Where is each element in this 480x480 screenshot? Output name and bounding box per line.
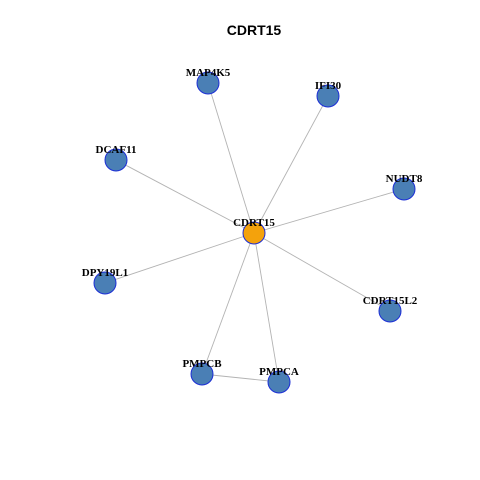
node-cdrt15l2 bbox=[378, 299, 402, 323]
graph-title: CDRT15 bbox=[227, 22, 282, 38]
edge-cdrt15-dpy19l1 bbox=[104, 232, 255, 284]
node-label-pmpcb: PMPCB bbox=[182, 358, 222, 370]
node-label-nudt8: NUDT8 bbox=[386, 173, 423, 185]
edge-cdrt15-cdrt15l2 bbox=[253, 232, 391, 312]
node-label-dcaf11: DCAF11 bbox=[96, 144, 137, 156]
node-cdrt15 bbox=[242, 221, 266, 245]
node-pmpca bbox=[267, 370, 291, 394]
edge-pmpcb-pmpca bbox=[201, 373, 280, 383]
nodes-layer bbox=[93, 71, 416, 394]
node-pmpcb bbox=[190, 362, 214, 386]
node-map4k5 bbox=[196, 71, 220, 95]
node-dcaf11 bbox=[104, 148, 128, 172]
node-label-map4k5: MAP4K5 bbox=[186, 67, 231, 79]
edge-cdrt15-ifi30 bbox=[253, 95, 329, 234]
node-label-ifi30: IFI30 bbox=[315, 80, 342, 92]
edge-cdrt15-nudt8 bbox=[253, 188, 405, 234]
node-label-dpy19l1: DPY19L1 bbox=[82, 267, 128, 279]
edge-cdrt15-map4k5 bbox=[207, 82, 255, 234]
node-nudt8 bbox=[392, 177, 416, 201]
labels-layer: CDRT15 MAP4K5IFI30DCAF11NUDT8DPY19L1CDRT1… bbox=[82, 67, 423, 378]
node-label-pmpca: PMPCA bbox=[259, 366, 299, 378]
edge-cdrt15-pmpca bbox=[253, 232, 280, 383]
node-label-cdrt15: CDRT15 bbox=[233, 217, 275, 229]
node-dpy19l1 bbox=[93, 271, 117, 295]
edge-cdrt15-pmpcb bbox=[201, 232, 255, 375]
node-label-cdrt15l2: CDRT15L2 bbox=[363, 295, 418, 307]
node-ifi30 bbox=[316, 84, 340, 108]
edge-cdrt15-dcaf11 bbox=[115, 159, 255, 234]
edges-layer bbox=[104, 82, 405, 383]
